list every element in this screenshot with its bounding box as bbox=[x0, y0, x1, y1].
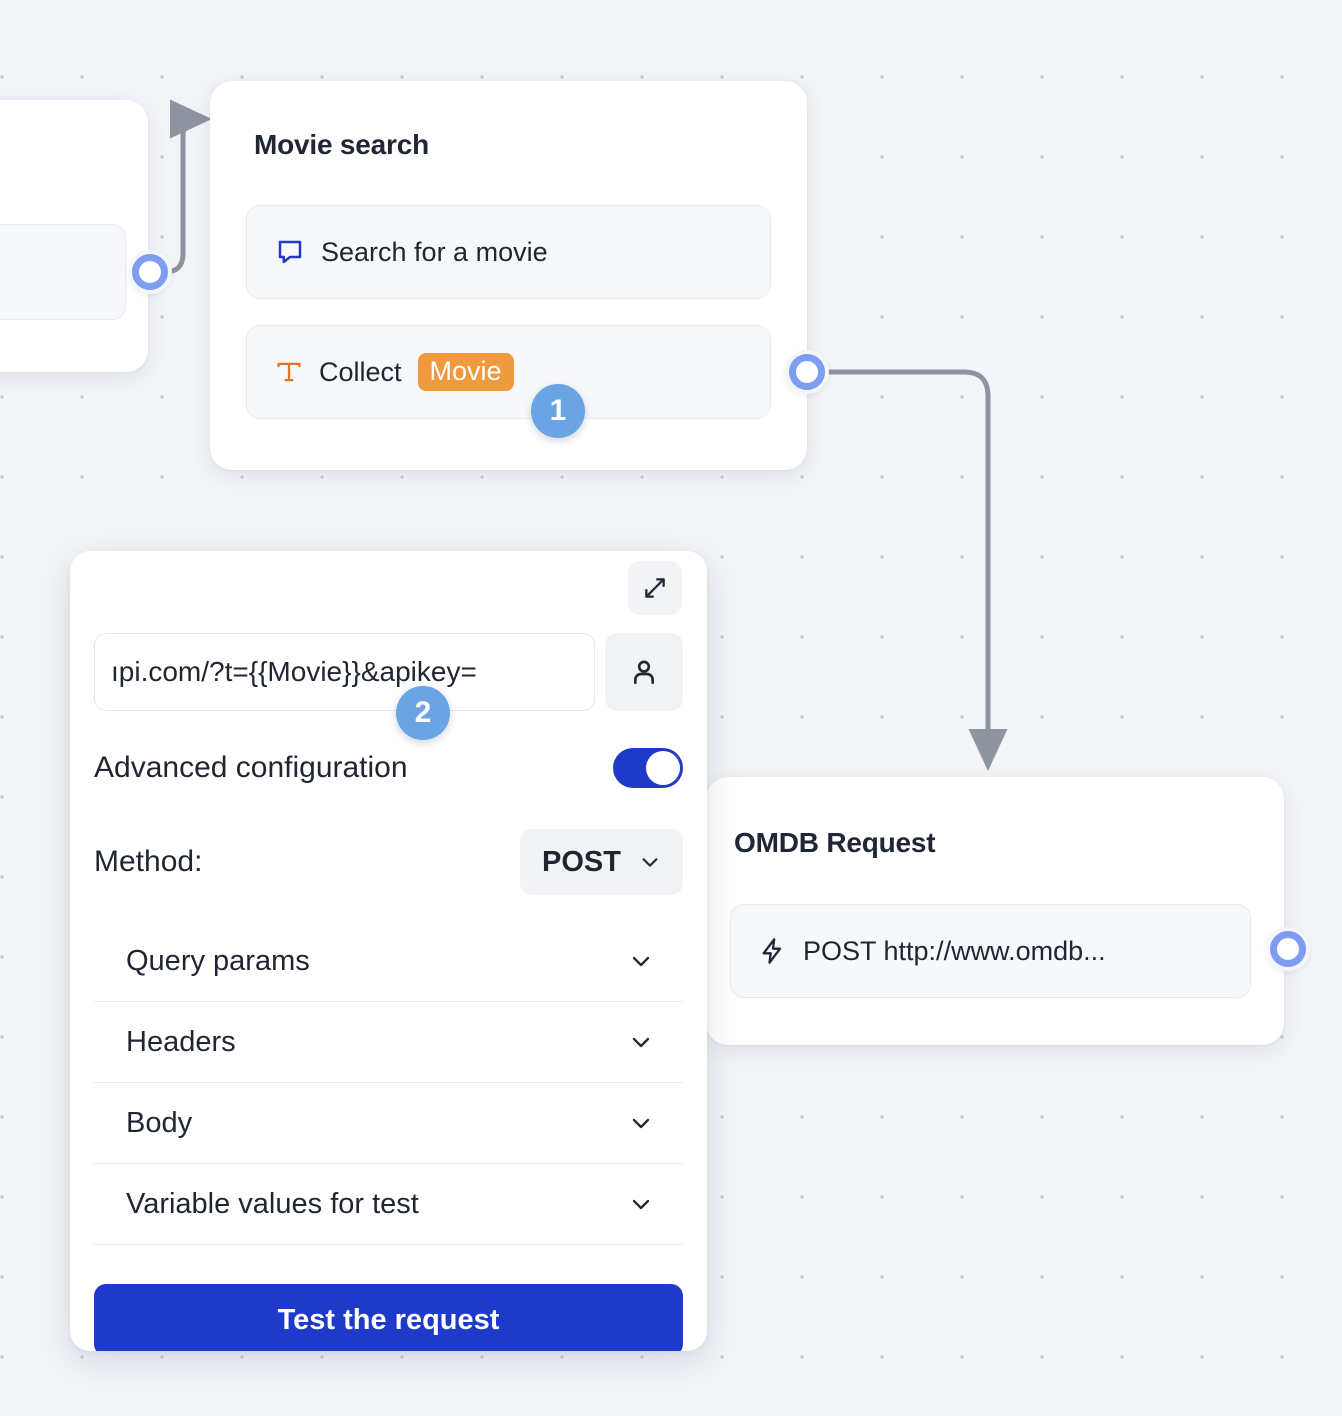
row-collect-movie[interactable]: Collect Movie bbox=[246, 325, 771, 419]
accordion-body[interactable]: Body bbox=[94, 1083, 683, 1164]
method-label: Method: bbox=[94, 845, 203, 878]
advanced-configuration-toggle[interactable] bbox=[613, 748, 683, 788]
node-title-omdb-request: OMDB Request bbox=[734, 827, 936, 858]
partial-node-row[interactable] bbox=[0, 224, 126, 320]
edge-movie-search-to-omdb bbox=[825, 369, 1008, 772]
method-value: POST bbox=[542, 845, 621, 878]
step-badge-2: 2 bbox=[396, 686, 450, 740]
test-the-request-button[interactable]: Test the request bbox=[94, 1284, 683, 1351]
text-field-icon bbox=[275, 358, 303, 386]
partial-node-output-port[interactable] bbox=[128, 250, 172, 294]
accordion-variable-values-for-test[interactable]: Variable values for test bbox=[94, 1164, 683, 1245]
url-input[interactable] bbox=[94, 633, 595, 711]
row-label: POST http://www.omdb... bbox=[803, 935, 1106, 966]
chevron-down-icon bbox=[629, 1192, 675, 1216]
message-bubble-icon bbox=[275, 237, 305, 267]
movie-search-output-port[interactable] bbox=[785, 350, 829, 394]
variable-chip-movie[interactable]: Movie bbox=[417, 352, 514, 392]
row-omdb-post-request[interactable]: POST http://www.omdb... bbox=[730, 904, 1251, 998]
row-label: Collect bbox=[319, 356, 402, 387]
method-select[interactable]: POST bbox=[520, 829, 683, 895]
chevron-down-icon bbox=[629, 949, 675, 973]
partial-node[interactable] bbox=[0, 100, 148, 372]
accordion-label: Query params bbox=[126, 944, 310, 977]
accordion-label: Body bbox=[126, 1106, 193, 1139]
edge-partial-to-movie-search bbox=[162, 99, 212, 275]
accordion-query-params[interactable]: Query params bbox=[94, 921, 683, 1002]
accordion-label: Headers bbox=[126, 1025, 236, 1058]
omdb-request-output-port[interactable] bbox=[1266, 927, 1310, 971]
person-icon[interactable] bbox=[605, 633, 683, 711]
node-title-movie-search: Movie search bbox=[254, 129, 430, 160]
row-search-for-a-movie[interactable]: Search for a movie bbox=[246, 205, 771, 299]
chevron-down-icon bbox=[639, 851, 661, 873]
step-badge-1: 1 bbox=[531, 384, 585, 438]
chevron-down-icon bbox=[629, 1111, 675, 1135]
node-omdb-request[interactable]: OMDB Request POST http://www.omdb... bbox=[706, 777, 1284, 1045]
accordion-headers[interactable]: Headers bbox=[94, 1002, 683, 1083]
lightning-bolt-icon bbox=[759, 937, 787, 965]
advanced-configuration-label: Advanced configuration bbox=[94, 751, 408, 784]
accordion-label: Variable values for test bbox=[126, 1187, 419, 1220]
node-movie-search[interactable]: Movie search Search for a movie Collect … bbox=[210, 81, 807, 470]
row-label: Search for a movie bbox=[321, 236, 548, 267]
chevron-down-icon bbox=[629, 1030, 675, 1054]
request-config-panel[interactable]: Advanced configuration Method: POST Quer… bbox=[70, 551, 707, 1351]
expand-arrows-icon[interactable] bbox=[628, 561, 682, 615]
